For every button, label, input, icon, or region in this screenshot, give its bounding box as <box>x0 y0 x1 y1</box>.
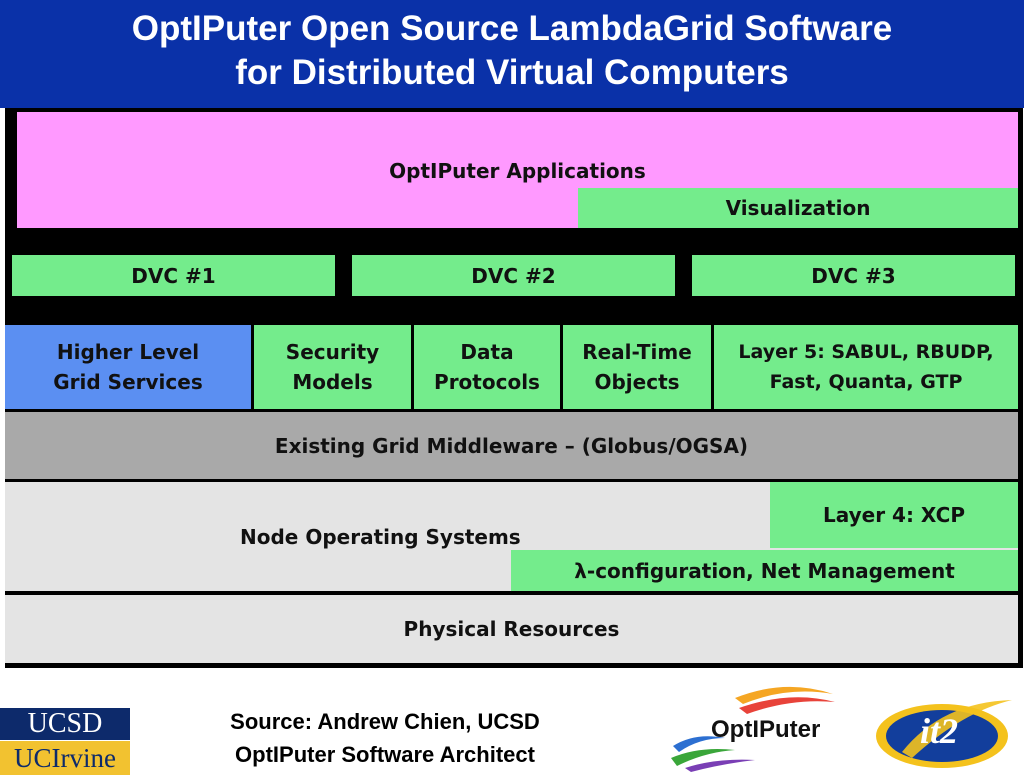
dvc-1-block: DVC #1 <box>12 255 335 296</box>
it2-logo: it2 <box>872 692 1020 772</box>
title-line-2: for Distributed Virtual Computers <box>235 53 789 92</box>
grid-services-line-1: Higher Level <box>56 340 200 364</box>
visualization-block: Visualization <box>578 188 1018 228</box>
security-models-line-2: Models <box>292 370 373 394</box>
source-line-2: OptIPuter Software Architect <box>235 742 535 767</box>
dvc-1-label: DVC #1 <box>131 263 216 288</box>
source-line-1: Source: Andrew Chien, UCSD <box>230 709 540 734</box>
grid-services-line-2: Grid Services <box>53 370 203 394</box>
data-protocols-line-1: Data <box>460 340 514 364</box>
layer5-block: Layer 5: SABUL, RBUDP, Fast, Quanta, GTP <box>714 325 1018 409</box>
layer5-line-1: Layer 5: SABUL, RBUDP, <box>738 341 994 363</box>
dvc-2-label: DVC #2 <box>471 263 556 288</box>
security-models-block: Security Models <box>254 325 411 409</box>
it2-logo-text: it2 <box>920 711 959 751</box>
middleware-label: Existing Grid Middleware – (Globus/OGSA) <box>274 433 749 458</box>
optiputer-logo: OptIPuter <box>665 680 855 772</box>
optiputer-logo-text: OptIPuter <box>711 716 821 743</box>
title-line-1: OptIPuter Open Source LambdaGrid Softwar… <box>131 9 893 48</box>
ucsd-uci-logo: UCSD UCIrvine <box>0 708 130 775</box>
title-bar: OptIPuter Open Source LambdaGrid Softwar… <box>0 0 1024 108</box>
lambda-config-label: λ-configuration, Net Management <box>574 558 955 583</box>
real-time-objects-line-2: Objects <box>594 370 680 394</box>
physical-resources-block: Physical Resources <box>5 595 1018 663</box>
it2-emblem-icon <box>876 700 1012 768</box>
lambda-config-block: λ-configuration, Net Management <box>511 550 1018 591</box>
applications-label: OptIPuter Applications <box>389 159 646 183</box>
data-protocols-line-2: Protocols <box>434 370 540 394</box>
security-models-line-1: Security <box>285 340 380 364</box>
middleware-block: Existing Grid Middleware – (Globus/OGSA) <box>5 412 1018 479</box>
dvc-2-block: DVC #2 <box>352 255 675 296</box>
layer5-line-2: Fast, Quanta, GTP <box>769 371 963 393</box>
grid-services-block: Higher Level Grid Services <box>5 325 251 409</box>
data-protocols-block: Data Protocols <box>414 325 560 409</box>
real-time-objects-block: Real-Time Objects <box>563 325 711 409</box>
physical-resources-label: Physical Resources <box>403 617 620 641</box>
layer4-block: Layer 4: XCP <box>770 482 1018 548</box>
dvc-3-label: DVC #3 <box>811 263 896 288</box>
layer4-label: Layer 4: XCP <box>823 503 965 527</box>
uci-logo: UCIrvine <box>0 741 130 775</box>
dvc-3-block: DVC #3 <box>692 255 1015 296</box>
real-time-objects-line-1: Real-Time <box>582 340 692 364</box>
optiputer-swoosh-icon <box>671 686 835 772</box>
visualization-label: Visualization <box>725 196 871 220</box>
ucsd-logo: UCSD <box>0 708 130 740</box>
node-os-label: Node Operating Systems <box>240 524 521 549</box>
